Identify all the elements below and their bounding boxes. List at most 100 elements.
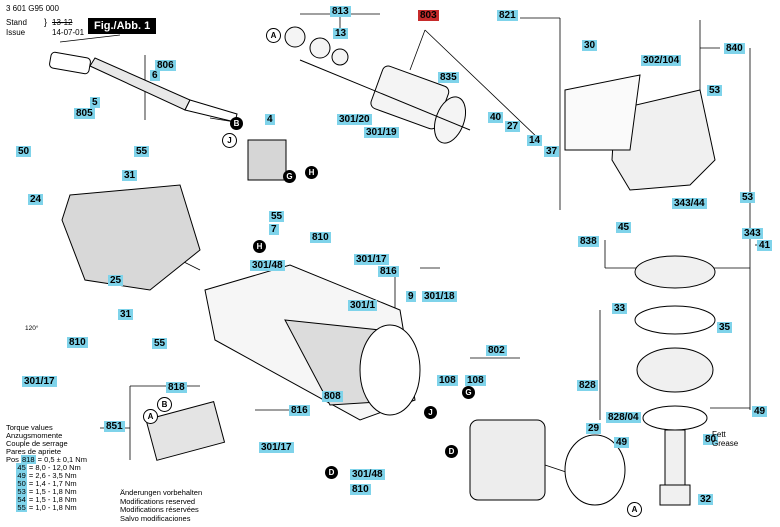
part-label-301-48: 301/48 [250,260,285,271]
part-label-816: 816 [289,405,310,416]
part-label-55: 55 [152,338,168,349]
part-label-55: 55 [134,146,150,157]
part-label-80: 80 [703,434,719,445]
torque-title-line: Anzugsmomente [6,431,63,440]
footer-line: Salvo modificaciones [120,513,191,523]
callout-a: A [266,28,281,43]
figure-title: Fig./Abb. 1 [88,18,157,34]
part-label-813: 813 [330,6,351,17]
part-label-838: 838 [578,236,599,247]
torque-pos: 818 [21,455,36,464]
part-label-835: 835 [438,72,459,83]
part-label-53: 53 [707,85,723,96]
part-label-32: 32 [698,494,714,505]
part-label-6: 6 [150,70,160,81]
torque-row: 55 = 1,0 - 1,8 Nm [6,503,77,514]
part-label-55: 55 [269,211,285,222]
callout-a: A [627,502,642,517]
callout-d: D [445,445,458,458]
callout-j: J [424,406,437,419]
part-label-828-04: 828/04 [606,412,641,423]
part-label-14: 14 [527,135,543,146]
part-label-53: 53 [740,192,756,203]
part-label-301-17: 301/17 [354,254,389,265]
torque-pos-prefix: Pos [6,455,22,464]
part-label-24: 24 [28,194,44,205]
part-label-810: 810 [350,484,371,495]
torque-pos: 53 [16,487,27,496]
stand-value: 13-12 [52,18,73,27]
torque-value: = 1,0 - 1,8 Nm [26,503,77,512]
torque-row: Pos 818 = 0,5 ± 0,1 Nm [6,455,87,466]
part-label-301-20: 301/20 [337,114,372,125]
callout-h: H [305,166,318,179]
callout-b: B [157,397,172,412]
part-label-301-19: 301/19 [364,127,399,138]
brace-mark: } [44,17,48,27]
part-label-810: 810 [310,232,331,243]
torque-row: 45 = 8,0 - 12,0 Nm [6,463,81,474]
part-label-301-48: 301/48 [350,469,385,480]
part-label-343-44: 343/44 [672,198,707,209]
document-number: 3 601 G95 000 [6,4,59,13]
callout-b: B [230,117,243,130]
torque-value: = 2,6 - 3,5 Nm [26,471,77,480]
part-label-301-18: 301/18 [422,291,457,302]
part-label-301-17: 301/17 [22,376,57,387]
callout-h: H [253,240,266,253]
torque-pos: 45 [16,463,27,472]
angle-label: 120° [25,325,39,332]
part-label-802: 802 [486,345,507,356]
torque-title-line: Pares de apriete [6,447,62,456]
torque-title-line: Torque values [6,423,53,432]
torque-pos: 55 [16,503,27,512]
part-label-343: 343 [742,228,763,239]
part-label-31: 31 [118,309,134,320]
torque-pos: 54 [16,495,27,504]
torque-pos: 50 [16,479,27,488]
torque-value: = 1,4 - 1,7 Nm [26,479,77,488]
part-label-30: 30 [582,40,598,51]
torque-title-line: Couple de serrage [6,439,68,448]
torque-pos: 49 [16,471,27,480]
footer-line: Änderungen vorbehalten [120,488,203,497]
part-label-808: 808 [322,391,343,402]
part-label-33: 33 [612,303,628,314]
torque-value: = 1,5 - 1,8 Nm [26,487,77,496]
part-label-816: 816 [378,266,399,277]
part-label-821: 821 [497,10,518,21]
part-label-40: 40 [488,112,504,123]
part-label-29: 29 [586,423,602,434]
part-label-35: 35 [717,322,733,333]
callout-g: G [462,386,475,399]
issue-value: 14-07-01 [52,28,85,37]
part-label-27: 27 [505,121,521,132]
part-label-840: 840 [724,43,745,54]
part-label-50: 50 [16,146,32,157]
part-label-31: 31 [122,170,138,181]
torque-value: = 0,5 ± 0,1 Nm [35,455,87,464]
part-label-9: 9 [406,291,416,302]
part-label-25: 25 [108,275,124,286]
callout-a: A [143,409,158,424]
part-label-49: 49 [752,406,768,417]
footer-line: Modifications reserved [120,496,196,506]
torque-value: = 1,5 - 1,8 Nm [26,495,77,504]
callout-d: D [325,466,338,479]
part-label-37: 37 [544,146,560,157]
part-label-810: 810 [67,337,88,348]
torque-value: = 8,0 - 12,0 Nm [26,463,81,472]
part-label-5: 5 [90,97,100,108]
part-label-41: 41 [757,240,773,251]
callout-j: J [222,133,237,148]
part-label-49: 49 [614,437,630,448]
torque-row: 49 = 2,6 - 3,5 Nm [6,471,77,482]
part-label-108: 108 [437,375,458,386]
part-label-828: 828 [577,380,598,391]
stand-issue-label: Stand Issue [6,18,27,37]
part-label-803: 803 [418,10,439,21]
part-label-301-1: 301/1 [348,300,378,311]
callout-g: G [283,170,296,183]
torque-row: 54 = 1,5 - 1,8 Nm [6,495,77,506]
